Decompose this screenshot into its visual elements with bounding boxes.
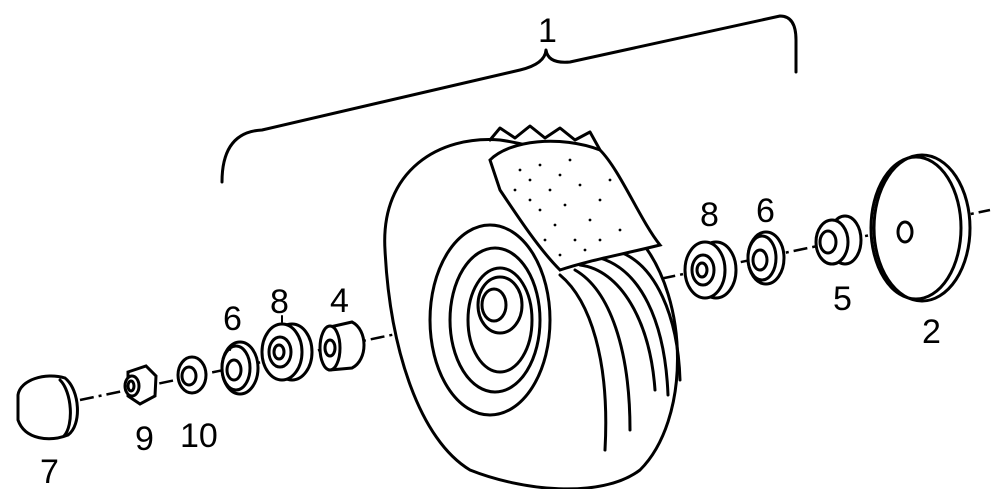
flanged-nut-part <box>814 214 863 266</box>
bearing-right-part <box>683 240 738 300</box>
callout-spacer-tube: 4 <box>330 282 349 320</box>
tread-texture <box>513 158 622 257</box>
callout-small-washer: 10 <box>180 417 218 455</box>
small-washer-part <box>176 355 208 395</box>
callout-washer-left: 6 <box>223 300 242 338</box>
assembly-bracket <box>220 14 798 184</box>
callout-bearing-left: 8 <box>270 283 289 321</box>
callout-washer-right: 6 <box>756 192 775 230</box>
hex-nut-part <box>123 364 158 406</box>
spacer-tube-part <box>318 320 366 372</box>
washer-left-part <box>220 340 260 396</box>
callout-flanged-nut: 5 <box>833 280 852 318</box>
callout-bearing-right: 8 <box>700 196 719 234</box>
cap-part <box>16 374 79 441</box>
callout-hex-nut: 9 <box>135 420 154 458</box>
bearing-left-part <box>260 322 314 382</box>
callout-assembly: 1 <box>538 12 557 50</box>
leader-lines <box>229 315 283 351</box>
callout-disc: 2 <box>922 313 941 351</box>
washer-right-part <box>746 230 786 286</box>
wheel-tire <box>383 124 682 489</box>
callout-cap: 7 <box>40 453 59 489</box>
disc-part <box>869 153 972 303</box>
